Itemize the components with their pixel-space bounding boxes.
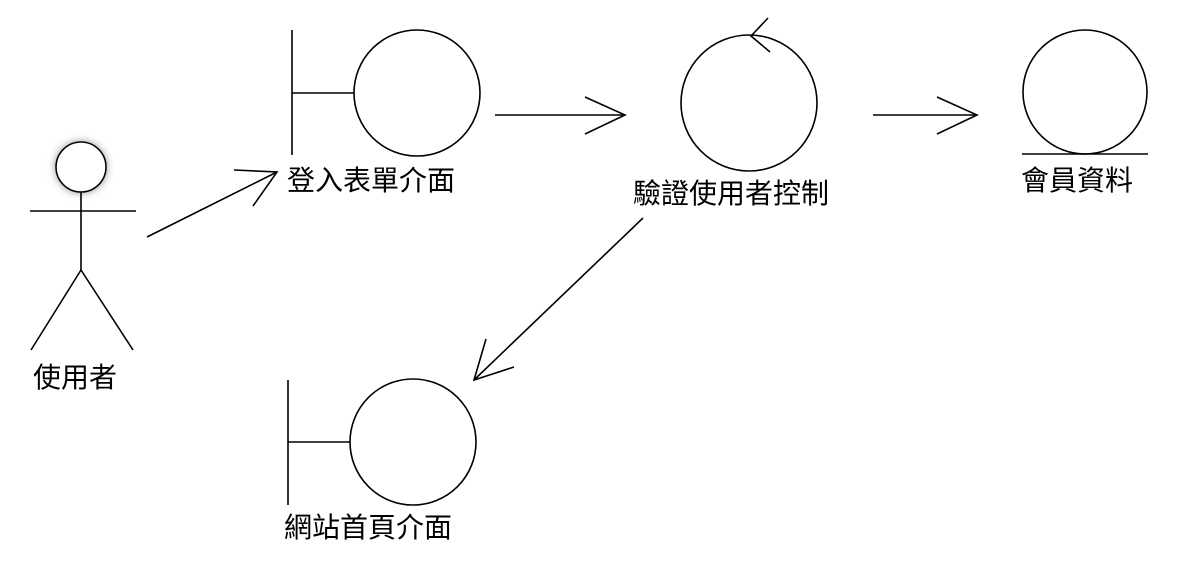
boundary-circle <box>349 378 477 506</box>
actor-left-leg <box>30 269 82 351</box>
arrow-line <box>146 171 278 238</box>
boundary-homepage: 網站首頁介面 <box>284 378 477 544</box>
arrow-head <box>936 96 979 135</box>
login-form-label: 登入表單介面 <box>287 164 455 197</box>
member-data-label: 會員資料 <box>1021 164 1133 197</box>
control-circle <box>680 34 818 172</box>
control-validate-user: 驗證使用者控制 <box>633 17 829 210</box>
entity-circle <box>1022 29 1148 155</box>
arrow-head <box>233 169 279 207</box>
boundary-login-form: 登入表單介面 <box>287 29 481 197</box>
arrow-control-to-homepage <box>472 217 644 382</box>
actor-head <box>55 141 107 193</box>
actor-user: 使用者 <box>30 141 136 394</box>
arrow-login-form-to-control <box>495 96 627 135</box>
entity-member-data: 會員資料 <box>1021 29 1148 197</box>
homepage-label: 網站首頁介面 <box>284 511 452 544</box>
validate-control-label: 驗證使用者控制 <box>633 177 829 210</box>
actor-label: 使用者 <box>33 361 117 394</box>
arrow-control-to-member-data <box>873 96 979 135</box>
arrow-actor-to-login-form <box>146 169 279 238</box>
control-arrowhead <box>749 17 771 53</box>
boundary-circle <box>353 29 481 157</box>
arrow-head <box>472 338 515 382</box>
arrow-head <box>584 96 627 135</box>
actor-right-leg <box>80 269 134 351</box>
arrow-line <box>473 217 644 381</box>
